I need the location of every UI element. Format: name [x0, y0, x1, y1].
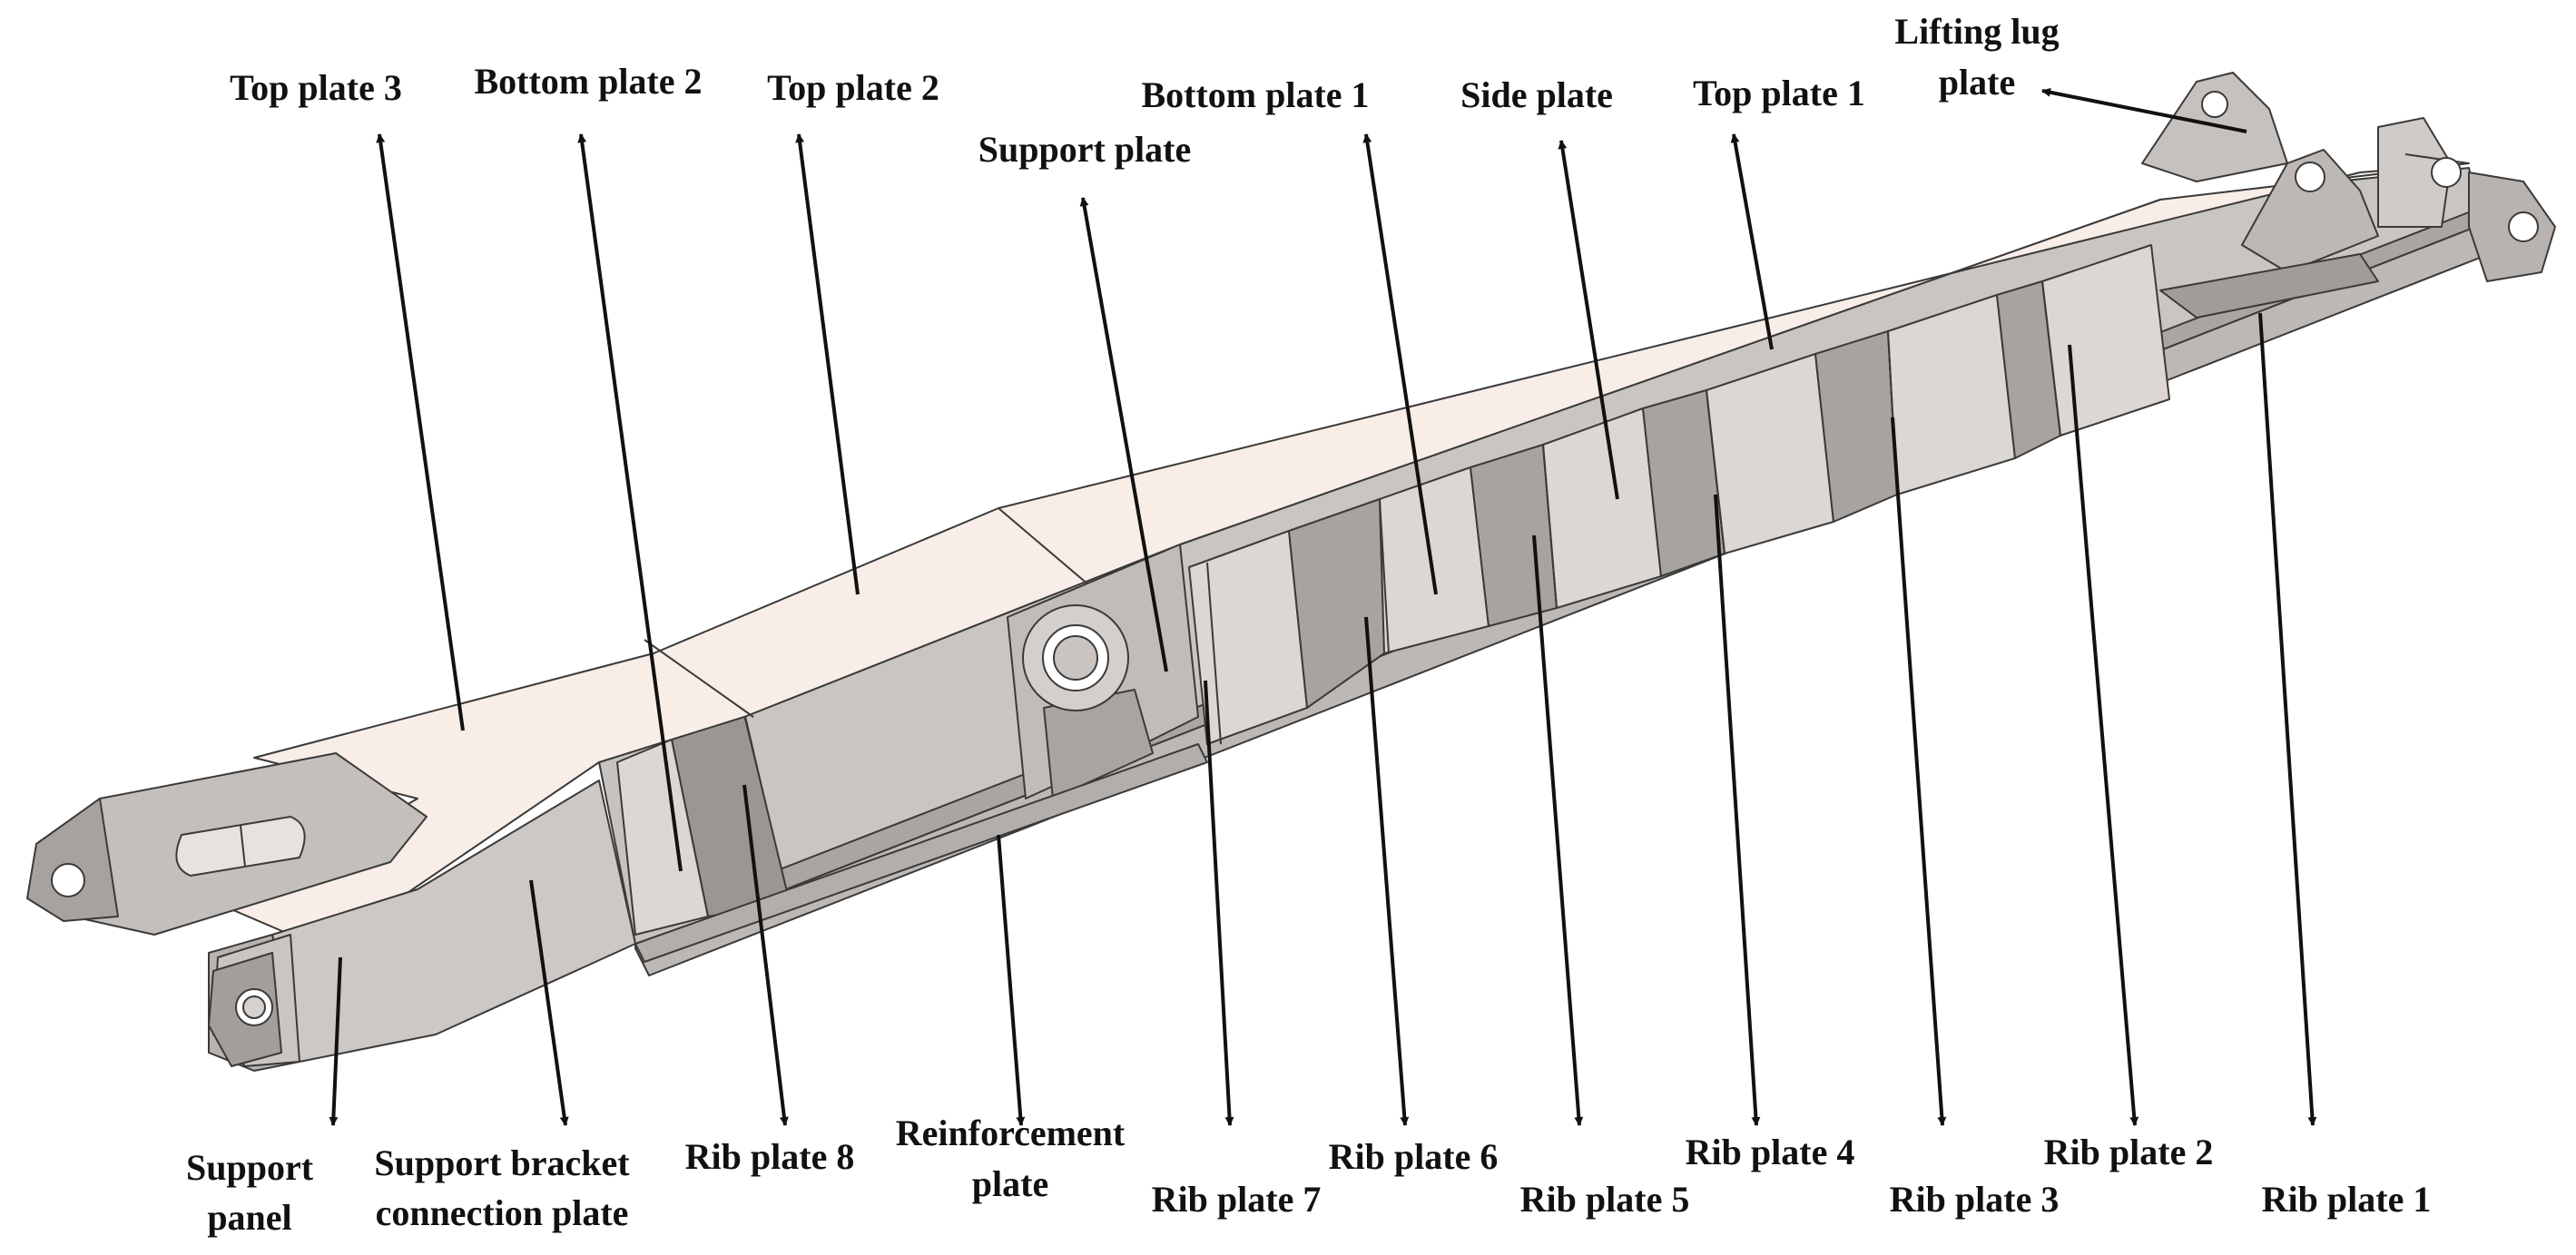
leader-arrows	[329, 87, 2317, 1126]
arrow-side-plate	[1558, 140, 1619, 500]
label-rib-plate-7: Rib plate 7	[1152, 1179, 1322, 1220]
reinforcement-plate	[634, 743, 1208, 963]
arrow-rib-plate-3	[1891, 417, 1947, 1126]
label-support-plate: Support plate	[978, 129, 1192, 170]
arrow-rib-plate-8	[742, 784, 789, 1126]
label-rib-plate-1: Rib plate 1	[2262, 1179, 2432, 1220]
arrow-rib-plate-6	[1364, 616, 1410, 1126]
label-top-plate-2: Top plate 2	[767, 67, 939, 108]
label-rib-plate-5: Rib plate 5	[1520, 1179, 1690, 1220]
label-support-panel-line1: Support	[186, 1147, 314, 1188]
arrow-reinforcement	[997, 834, 1026, 1126]
rear-fork-end	[26, 798, 119, 922]
label-rib-plate-6: Rib plate 6	[1329, 1136, 1499, 1177]
arrow-rib-plate-7	[1204, 680, 1234, 1126]
rear-fork-hole	[51, 863, 85, 897]
label-reinforcement-line1: Reinforcement	[896, 1113, 1126, 1153]
top-plate-divider-2	[998, 507, 1090, 586]
arrow-support-bracket	[529, 879, 569, 1126]
boom-model	[26, 72, 2556, 1072]
rear-fork-slot	[175, 816, 306, 877]
arrow-top-plate-3	[376, 133, 465, 731]
arrow-bottom-plate-2	[577, 133, 683, 872]
label-bottom-plate-1: Bottom plate 1	[1141, 74, 1369, 115]
arrow-bottom-plate-1	[1362, 133, 1438, 595]
label-reinforcement-line2: plate	[972, 1163, 1048, 1204]
rib-bays	[1188, 244, 2170, 745]
label-support-bracket-line1: Support bracket	[374, 1142, 630, 1183]
label-side-plate: Side plate	[1460, 74, 1613, 115]
label-lifting-lug-line2: plate	[1939, 62, 2015, 103]
label-rib-plate-3: Rib plate 3	[1890, 1179, 2060, 1220]
arrow-rib-plate-1	[2258, 312, 2317, 1126]
label-support-panel-line2: panel	[207, 1197, 291, 1238]
label-top-plate-1: Top plate 1	[1693, 73, 1865, 113]
arrow-support-panel	[329, 956, 342, 1126]
label-rib-plate-2: Rib plate 2	[2044, 1132, 2214, 1172]
rib-plate-8-inner	[616, 739, 709, 936]
right-clevis	[2377, 117, 2452, 228]
part-labels: Top plate 3 Bottom plate 2 Top plate 2 S…	[186, 11, 2431, 1238]
arrow-rib-plate-5	[1532, 534, 1584, 1126]
top-plate-divider-1	[644, 639, 754, 718]
arrow-top-plate-2	[795, 133, 860, 595]
arrow-rib-plate-2	[2068, 344, 2139, 1126]
label-rib-plate-4: Rib plate 4	[1686, 1132, 1855, 1172]
arrow-lifting-lug-plate	[2041, 87, 2247, 133]
label-rib-plate-8: Rib plate 8	[685, 1136, 855, 1177]
top-face	[226, 162, 2470, 936]
rib-plate-1-window	[2159, 253, 2379, 319]
label-top-plate-3: Top plate 3	[230, 67, 402, 108]
arrow-rib-plate-4	[1714, 494, 1761, 1126]
label-bottom-plate-2: Bottom plate 2	[474, 61, 702, 102]
label-lifting-lug-line1: Lifting lug	[1894, 11, 2059, 52]
label-support-bracket-line2: connection plate	[376, 1192, 629, 1233]
arrow-support-plate	[1079, 197, 1168, 672]
arrow-top-plate-1	[1730, 133, 1774, 350]
